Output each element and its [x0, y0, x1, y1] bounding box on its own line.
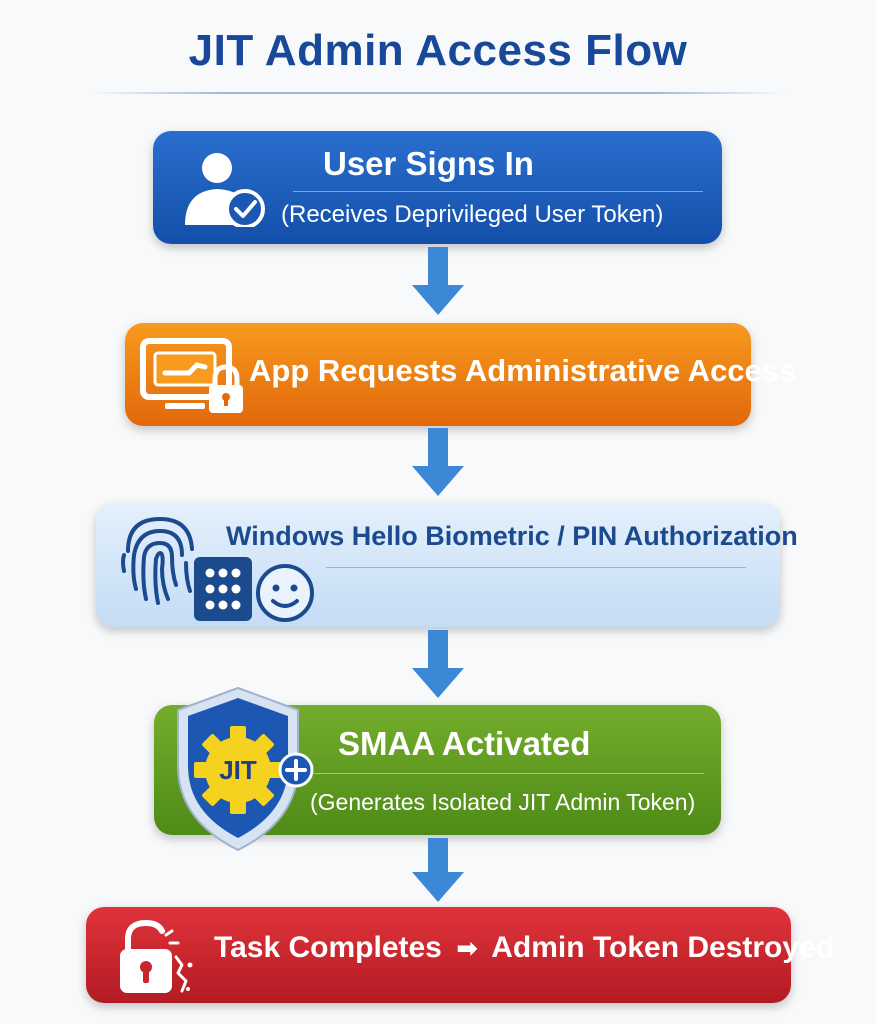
step-app-requests-access: App Requests Administrative Access: [125, 323, 796, 426]
step-title: User Signs In: [323, 145, 534, 182]
title-divider: [90, 92, 786, 94]
broken-lock-icon: [120, 919, 193, 993]
fingerprint-icon: [121, 516, 194, 605]
right-arrow-icon: ➡: [456, 934, 478, 964]
face-recognition-icon: [256, 564, 314, 622]
step-windows-hello: Windows Hello Biometric / PIN Authorizat…: [96, 503, 798, 627]
step-divider: [314, 773, 704, 774]
step-divider: [326, 567, 746, 568]
pin-keypad-icon: [194, 557, 252, 621]
down-arrow-icon: [412, 838, 464, 902]
page-title: JIT Admin Access Flow: [188, 26, 688, 75]
step-title: Task Completes ➡ Admin Token Destroyed: [214, 931, 834, 965]
step-task-completes: Task Completes ➡ Admin Token Destroyed: [86, 907, 834, 1003]
task-completes-label: Task Completes: [214, 931, 442, 964]
step-title: SMAA Activated: [338, 725, 591, 762]
step-title: Windows Hello Biometric / PIN Authorizat…: [226, 521, 798, 551]
down-arrow-icon: [412, 428, 464, 496]
step-subtitle: (Generates Isolated JIT Admin Token): [310, 789, 696, 815]
step-title: App Requests Administrative Access: [249, 353, 797, 388]
down-arrow-icon: [412, 630, 464, 698]
user-check-icon: [185, 153, 265, 227]
jit-shield-icon: JIT: [177, 686, 314, 852]
down-arrow-icon: [412, 247, 464, 315]
step-subtitle: (Receives Deprivileged User Token): [281, 201, 664, 228]
admin-token-destroyed-label: Admin Token Destroyed: [491, 931, 835, 964]
jit-badge-text: JIT: [219, 755, 257, 785]
step-user-signs-in: User Signs In (Receives Deprivileged Use…: [153, 131, 722, 244]
monitor-lock-icon: [140, 338, 243, 413]
step-divider: [293, 191, 703, 192]
